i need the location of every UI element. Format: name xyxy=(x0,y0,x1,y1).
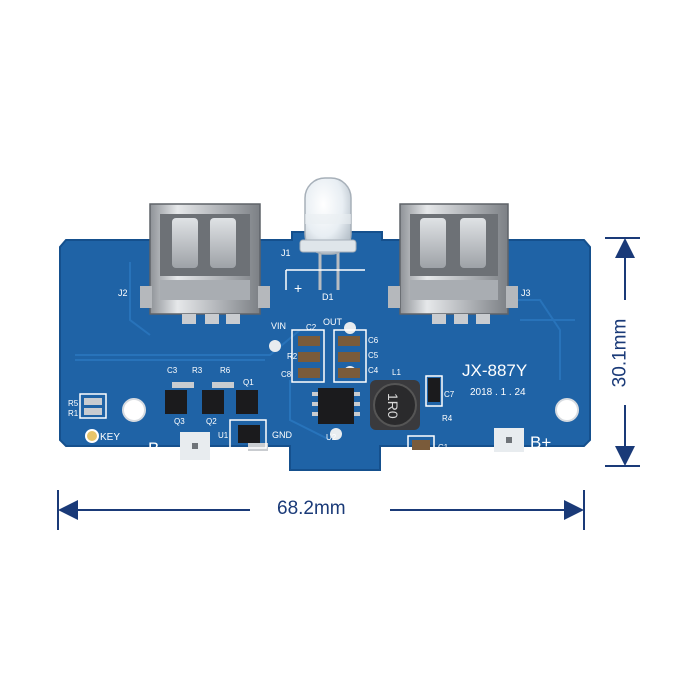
usb-port-left xyxy=(140,203,270,324)
silk-c4: C4 xyxy=(368,366,379,375)
silk-r6: R6 xyxy=(220,366,231,375)
silk-j2: J2 xyxy=(118,288,128,298)
mount-hole-left xyxy=(122,398,146,422)
silk-out: OUT xyxy=(323,317,343,327)
silk-q1: Q1 xyxy=(243,378,254,387)
silk-gnd: GND xyxy=(272,430,293,440)
silkscreen-labels: JX-887Y 2018 . 1 . 24 1R0 J1 J2 J3 D1 + … xyxy=(68,248,551,467)
silk-r1: R1 xyxy=(68,409,79,418)
silk-b-plus: B+ xyxy=(530,433,551,452)
silk-j3: J3 xyxy=(521,288,531,298)
silk-vin: VIN xyxy=(271,321,286,331)
silk-c5: C5 xyxy=(368,351,379,360)
date-label: 2018 . 1 . 24 xyxy=(470,387,526,398)
silk-l1: L1 xyxy=(392,368,401,377)
led-component xyxy=(299,177,357,290)
silk-u2: U2 xyxy=(326,433,337,442)
silk-c8: C8 xyxy=(281,370,292,379)
dimension-width xyxy=(57,490,585,530)
height-dimension-label: 30.1mm xyxy=(609,318,631,388)
silk-r2: R2 xyxy=(287,352,298,361)
silk-plus: + xyxy=(294,280,302,296)
inductor-code: 1R0 xyxy=(385,393,401,419)
smd-components xyxy=(79,269,524,460)
silk-r5: R5 xyxy=(68,399,79,408)
silk-q2: Q2 xyxy=(206,417,217,426)
mount-hole-right xyxy=(555,398,579,422)
silk-key: KEY xyxy=(100,432,120,443)
silk-q3: Q3 xyxy=(174,417,185,426)
silk-c1: C1 xyxy=(438,443,449,452)
usb-port-right xyxy=(388,203,518,324)
silk-b-minus: B- xyxy=(148,439,165,458)
silk-c3: C3 xyxy=(167,366,178,375)
model-label: JX-887Y xyxy=(462,361,527,380)
silk-u1: U1 xyxy=(218,431,229,440)
silk-c2: C2 xyxy=(306,323,317,332)
silk-d1: D1 xyxy=(322,292,334,302)
silk-j1: J1 xyxy=(281,248,291,258)
silk-c6: C6 xyxy=(368,336,379,345)
silk-r01: R01 xyxy=(241,458,256,467)
silk-r3: R3 xyxy=(192,366,203,375)
width-dimension-label: 68.2mm xyxy=(277,498,346,519)
silk-c7: C7 xyxy=(444,390,455,399)
dimension-height xyxy=(605,237,640,467)
silk-r4: R4 xyxy=(442,414,453,423)
